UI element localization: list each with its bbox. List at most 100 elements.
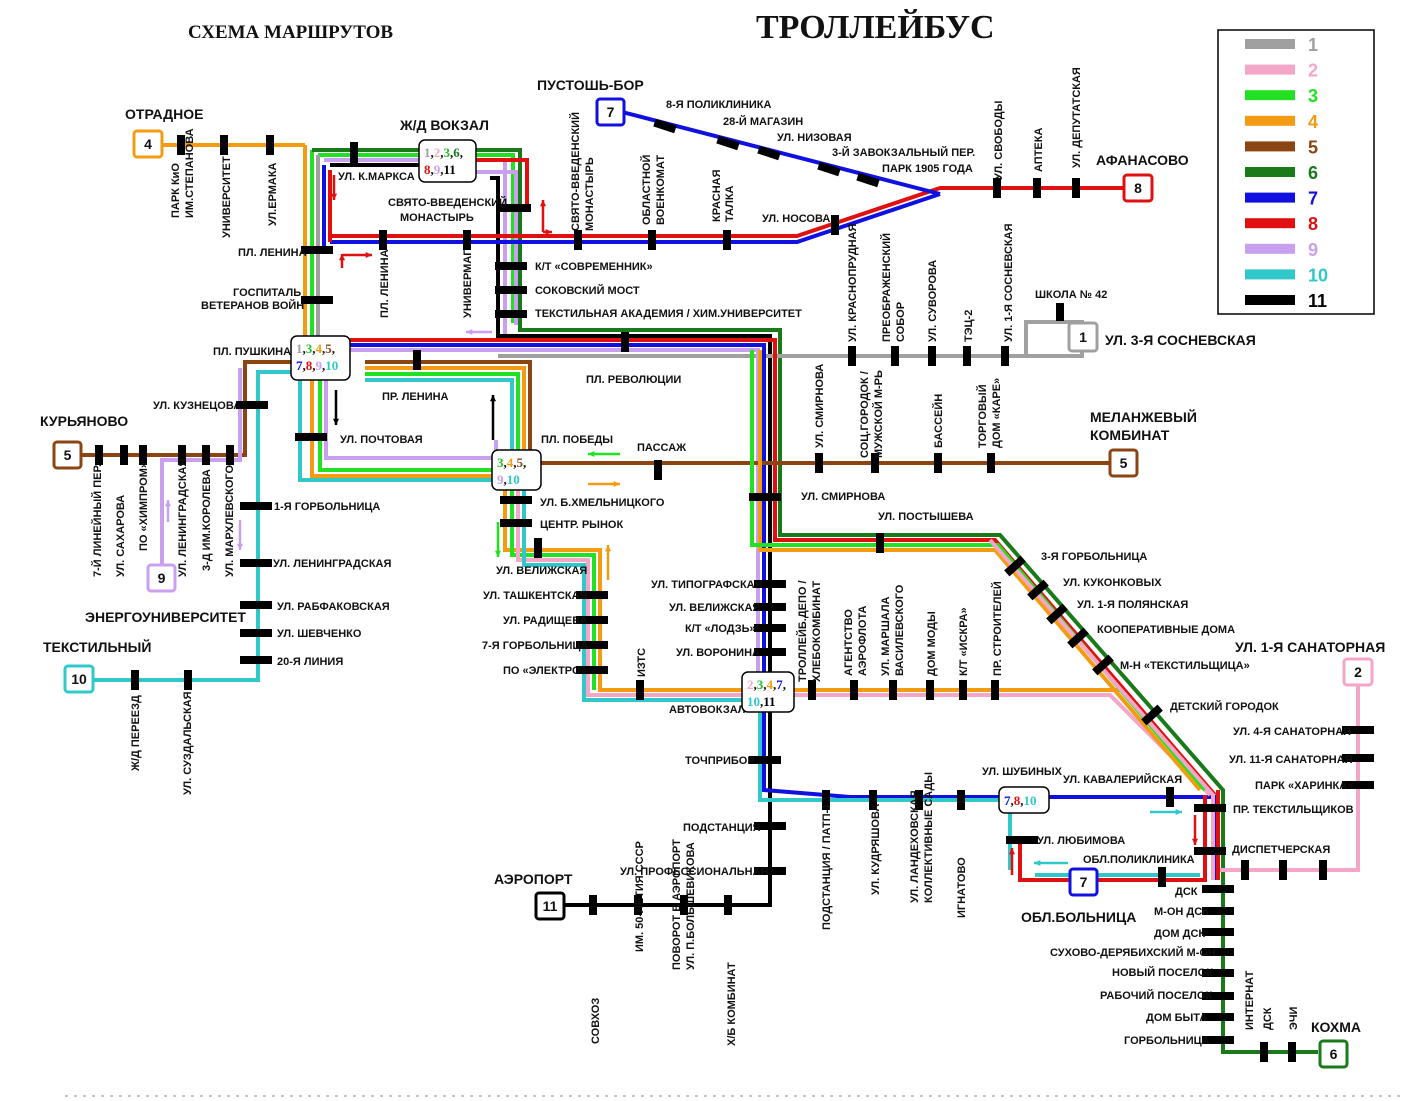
stop-marker: [1288, 1042, 1296, 1062]
hub-route-number: ,: [322, 358, 325, 373]
stop-label-vertical: ИГНАТОВО: [956, 857, 968, 918]
stop-marker: [754, 648, 786, 656]
stop-marker: [1006, 836, 1038, 844]
hub-route-number: 9: [434, 162, 441, 177]
legend-swatch: [1245, 115, 1295, 126]
stop-label-vertical: ПР. СТРОИТЕЛЕЙ: [991, 581, 1004, 676]
stop-label: УЛ. ВОРОНИНА: [676, 647, 760, 659]
terminal-name: ТЕКСТИЛЬНЫЙ: [43, 638, 151, 655]
stop-label: ДИСПЕТЧЕРСКАЯ: [1232, 844, 1330, 856]
direction-arrow-head: [466, 328, 473, 336]
terminal-melanzh-box: [1108, 448, 1139, 478]
route-line-7: [330, 192, 941, 244]
direction-arrow-head: [1034, 859, 1041, 867]
stop-marker: [934, 453, 942, 473]
stop-marker: [379, 230, 387, 250]
stop-label: КООПЕРАТИВНЫЕ ДОМА: [1097, 624, 1235, 636]
terminal-name: УЛ. 1-Я САНАТОРНАЯ: [1235, 639, 1385, 655]
stop-marker: [716, 135, 740, 151]
terminal-oblbolnica-box: [1068, 867, 1099, 897]
stop-marker: [869, 790, 877, 810]
direction-arrow-head: [332, 418, 340, 425]
stop-marker: [240, 502, 272, 510]
route-line-10: [90, 370, 300, 682]
stop-label: УЛ. К.МАРКСА: [338, 171, 415, 183]
legend-label: 11: [1308, 291, 1327, 311]
stop-marker: [139, 445, 147, 465]
route-line-10: [365, 378, 514, 455]
hub-route-number: 5: [325, 341, 332, 356]
hub-pushkina-box: [290, 335, 351, 381]
stop-marker: [987, 453, 995, 473]
hub-route-number: 1: [296, 341, 303, 356]
stop-label-vertical: ИНТЕРНАТ: [1244, 970, 1256, 1030]
legend-swatch: [1245, 141, 1295, 152]
hub-route-number: 1: [424, 145, 431, 160]
stop-label: 7-Я ГОРБОЛЬНИЦА: [482, 640, 588, 652]
legend-swatch: [1245, 269, 1295, 280]
hub-route-number: ,: [450, 145, 453, 160]
stop-marker: [653, 118, 677, 134]
stop-marker: [1141, 704, 1163, 726]
stop-marker: [534, 538, 542, 558]
stop-marker: [1072, 178, 1080, 198]
stop-label: УЛ. РАДИЩЕВА: [503, 615, 588, 627]
stop-label-vertical: АЭРОФЛОТА: [857, 605, 869, 676]
stop-label: ГОРБОЛЬНИЦА: [1124, 1035, 1210, 1047]
stop-label-vertical: ТОРГОВЫЙ: [976, 384, 989, 448]
stop-marker: [350, 145, 358, 165]
map-title: ТРОЛЛЕЙБУС: [756, 9, 995, 46]
stop-marker: [957, 790, 965, 810]
hub-route-number: 4: [767, 677, 774, 692]
stop-marker: [1067, 627, 1089, 649]
hub-route-number: ,: [312, 358, 315, 373]
terminal-name: МЕЛАНЖЕВЫЙ: [1090, 408, 1197, 425]
stop-label-vertical: УЛ. 1-Я СОСНЕВСКАЯ: [1003, 223, 1015, 342]
stop-label: ДСК: [1175, 886, 1198, 898]
stop-label-vertical: К/Т «ИСКРА»: [958, 607, 970, 676]
route-line-10: [298, 360, 505, 482]
route-line-9: [324, 365, 498, 460]
stop-marker: [993, 178, 1001, 198]
hub-route-number: ,: [460, 145, 463, 160]
terminal-otradnoe-number: 4: [144, 136, 152, 152]
stop-label-vertical: УНИВЕРСИТЕТ: [221, 156, 233, 238]
stop-label: УЛ. НОСОВА: [762, 213, 830, 225]
stop-marker: [576, 616, 608, 624]
stop-marker: [301, 246, 333, 254]
stop-marker: [634, 895, 642, 915]
stop-label: ПАССАЖ: [637, 442, 686, 454]
terminal-name: КОХМА: [1311, 1019, 1361, 1035]
direction-arrow-head: [1008, 848, 1016, 855]
hub-pobedy-routes: 3,4,5,: [497, 455, 526, 470]
hub-route-number: ,: [440, 145, 443, 160]
legend-label: 7: [1308, 189, 1318, 209]
stop-label-vertical: ДСК: [1262, 1007, 1274, 1030]
legend-label: 4: [1308, 112, 1318, 132]
hub-route-number: 11: [444, 162, 456, 177]
stop-label-vertical: ПОВОРОТ В АЭРОПОРТ: [671, 839, 683, 970]
stop-label-vertical: УЛ. ЛЕНИНГРАДСКАЯ: [177, 459, 189, 577]
stop-marker: [817, 161, 841, 177]
stop-marker: [184, 670, 192, 690]
hub-route-number: 3: [306, 341, 313, 356]
stop-marker: [589, 895, 597, 915]
stop-label-vertical: УНИВЕРМАГ: [462, 249, 474, 318]
hub-route-number: 3: [444, 145, 451, 160]
stop-marker: [1202, 885, 1234, 893]
stop-label-vertical: ОБЛАСТНОЙ: [640, 155, 653, 225]
stop-marker: [495, 286, 527, 294]
hub-route-number: ,: [431, 145, 434, 160]
terminal-pustosh-number: 7: [607, 104, 615, 120]
hub-route-number: 2: [434, 145, 441, 160]
terminal-kuryanovo-box: [52, 440, 83, 470]
hub-route-number: ,: [760, 694, 763, 709]
stop-label-vertical: УЛ. КУДРЯШОВА: [870, 804, 882, 895]
stop-label: УЛ. ПРОФЕССИОНАЛЬНАЯ: [620, 866, 769, 878]
stop-label-vertical: УЛ. САХАРОВА: [115, 495, 127, 577]
stop-label: 28-Й МАГАЗИН: [723, 115, 803, 128]
hub-route-number: 8: [424, 162, 431, 177]
stop-label-vertical: ИЗТС: [636, 648, 648, 677]
